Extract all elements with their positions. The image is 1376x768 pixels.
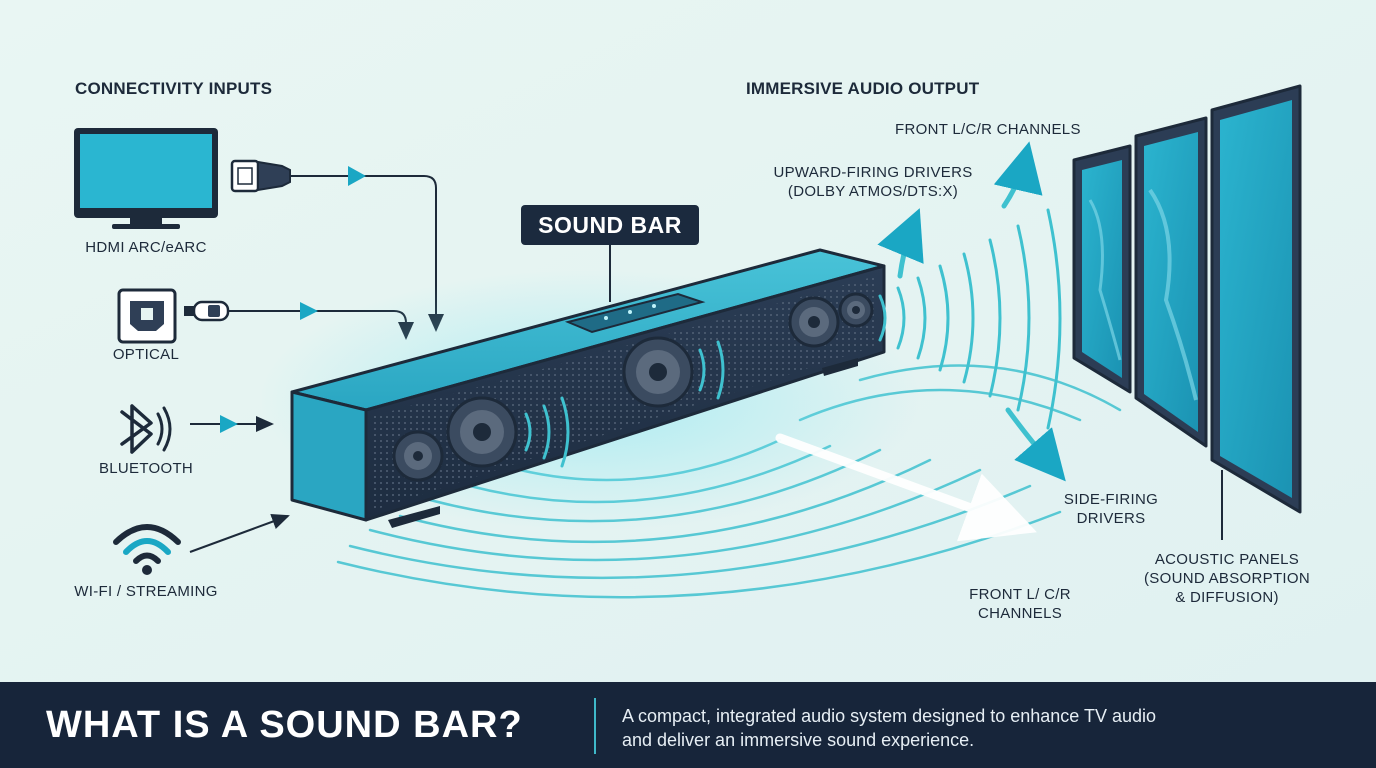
upward-firing-arrow-right (993, 141, 1043, 209)
bluetooth-label: BLUETOOTH (98, 460, 194, 477)
optical-plug-icon (184, 300, 230, 322)
acoustic-panels-line-1: ACOUSTIC PANELS (1154, 551, 1300, 568)
optical-port-icon (117, 288, 177, 344)
driver-emission-arcs (524, 208, 1062, 468)
acoustic-panels-line-2: (SOUND ABSORPTION (1144, 570, 1310, 587)
side-firing-line-1: SIDE-FIRING (1063, 491, 1159, 508)
speaker-driver-left-large (446, 396, 518, 468)
speaker-driver-left-small (392, 430, 444, 482)
speaker-driver-right-small (838, 292, 874, 328)
upward-firing-label: UPWARD-FIRING DRIVERS (DOLBY ATMOS/DTS:X… (748, 163, 998, 201)
optical-flow-arrow (300, 302, 318, 320)
optical-label: OPTICAL (112, 346, 180, 363)
speaker-driver-right-large (788, 296, 840, 348)
footer-banner: WHAT IS A SOUND BAR? A compact, integrat… (0, 682, 1376, 768)
upward-firing-arrow-left (877, 208, 924, 279)
front-channel-beam (775, 433, 1037, 542)
connectivity-inputs-heading: CONNECTIVITY INPUTS (75, 79, 273, 98)
wifi-label: WI-FI / STREAMING (74, 583, 218, 600)
front-channels-bottom-label: FRONT L/ C/R CHANNELS (950, 585, 1090, 623)
acoustic-panel-2 (1134, 116, 1208, 448)
front-channels-bottom-line-1: FRONT L/ C/R (969, 586, 1071, 603)
wifi-connector-line (189, 514, 290, 553)
acoustic-panels-line-3: & DIFFUSION) (1175, 589, 1279, 606)
side-firing-label: SIDE-FIRING DRIVERS (1046, 490, 1176, 528)
side-firing-arrow (1005, 407, 1066, 482)
speaker-driver-center (622, 336, 694, 408)
hdmi-flow-arrow (348, 166, 366, 186)
footer-title: WHAT IS A SOUND BAR? (46, 704, 523, 746)
acoustic-panels-label: ACOUSTIC PANELS (SOUND ABSORPTION & DIFF… (1138, 550, 1316, 607)
immersive-audio-output-heading: IMMERSIVE AUDIO OUTPUT (746, 79, 980, 98)
upward-firing-line-2: (DOLBY ATMOS/DTS:X) (787, 183, 959, 200)
acoustic-panel-1 (1072, 144, 1132, 394)
footer-description-line-1: A compact, integrated audio system desig… (622, 706, 1157, 726)
bluetooth-icon (120, 404, 172, 454)
front-channels-bottom-line-2: CHANNELS (977, 605, 1063, 622)
hdmi-connector-line (290, 175, 444, 332)
acoustic-panel-3 (1210, 84, 1302, 514)
sound-bar-label: SOUND BAR (521, 205, 699, 245)
diagram-svg (0, 0, 1376, 682)
side-firing-line-2: DRIVERS (1076, 510, 1146, 527)
diagram-canvas (0, 0, 1376, 682)
front-channels-top-label: FRONT L/C/R CHANNELS (895, 121, 1081, 138)
upward-firing-line-1: UPWARD-FIRING DRIVERS (773, 164, 973, 181)
hdmi-label: HDMI ARC/eARC (85, 239, 207, 256)
bluetooth-flow-arrow (220, 415, 238, 433)
wifi-icon (113, 524, 181, 575)
hdmi-plug-icon (230, 159, 291, 193)
footer-divider (594, 698, 596, 754)
footer-description-line-2: and deliver an immersive sound experienc… (622, 730, 975, 750)
tv-icon (74, 128, 218, 229)
footer-description: A compact, integrated audio system desig… (622, 704, 1262, 752)
